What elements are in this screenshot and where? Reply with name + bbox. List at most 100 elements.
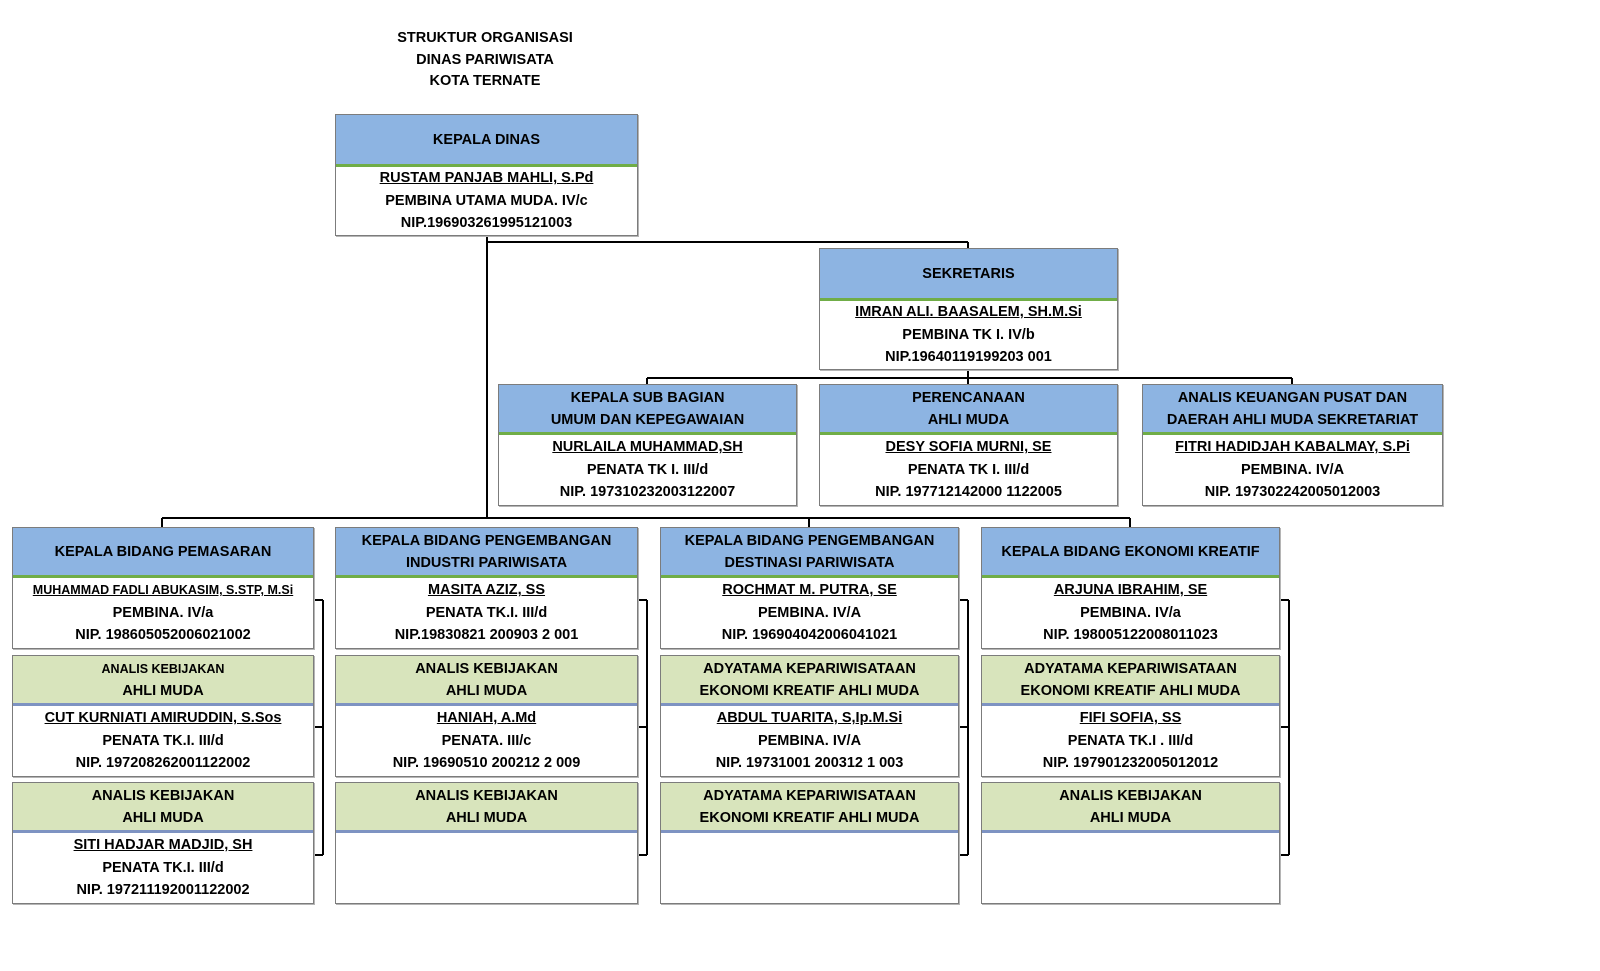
- bidang-ekonomi-kreatif-title: KEPALA BIDANG EKONOMI KREATIF: [1001, 543, 1260, 560]
- bidang-pemasaran-title: KEPALA BIDANG PEMASARAN: [54, 543, 272, 560]
- ekonomi-kreatif-staff-1-box: ADYATAMA KEPARIWISATAAN EKONOMI KREATIF …: [981, 655, 1280, 777]
- pemasaran-staff-2-details: SITI HADJAR MADJID, SH PENATA TK.I. III/…: [13, 833, 313, 903]
- subbag-umum-title-line-2: UMUM DAN KEPEGAWAIAN: [550, 411, 745, 428]
- bidang-destinasi-details: ROCHMAT M. PUTRA, SE PEMBINA. IV/A NIP. …: [661, 578, 958, 648]
- subbag-umum-rank: PENATA TK I. III/d: [586, 461, 709, 478]
- ekonomi-kreatif-staff-1-title-line-2: EKONOMI KREATIF AHLI MUDA: [1020, 682, 1241, 699]
- analis-keuangan-nip: NIP. 197302242005012003: [1204, 484, 1381, 501]
- analis-keuangan-name: FITRI HADIDJAH KABALMAY, S.Pi: [1175, 439, 1410, 456]
- pemasaran-staff-1-rank: PENATA TK.I. III/d: [102, 732, 224, 749]
- sekretaris-nip: NIP.19640119199203 001: [885, 349, 1052, 366]
- ekonomi-kreatif-staff-2-header: ANALIS KEBIJAKAN AHLI MUDA: [982, 783, 1279, 833]
- pemasaran-staff-1-box: ANALIS KEBIJAKAN AHLI MUDA CUT KURNIATI …: [12, 655, 314, 777]
- analis-keuangan-box: ANALIS KEUANGAN PUSAT DAN DAERAH AHLI MU…: [1142, 384, 1443, 506]
- bidang-ekonomi-kreatif-rank: PEMBINA. IV/a: [1080, 604, 1181, 621]
- title-line-2: DINAS PARIWISATA: [416, 51, 554, 68]
- bidang-pemasaran-box: KEPALA BIDANG PEMASARAN MUHAMMAD FADLI A…: [12, 527, 314, 649]
- pemasaran-staff-2-box: ANALIS KEBIJAKAN AHLI MUDA SITI HADJAR M…: [12, 782, 314, 904]
- destinasi-staff-2-header: ADYATAMA KEPARIWISATAAN EKONOMI KREATIF …: [661, 783, 958, 833]
- title-line-1: STRUKTUR ORGANISASI: [397, 30, 573, 46]
- pemasaran-staff-2-title-line-2: AHLI MUDA: [122, 809, 204, 826]
- sekretaris-header: SEKRETARIS: [820, 249, 1117, 301]
- industri-staff-1-box: ANALIS KEBIJAKAN AHLI MUDA HANIAH, A.Md …: [335, 655, 638, 777]
- bidang-destinasi-header: KEPALA BIDANG PENGEMBANGAN DESTINASI PAR…: [661, 528, 958, 578]
- industri-staff-1-details: HANIAH, A.Md PENATA. III/c NIP. 19690510…: [336, 706, 637, 776]
- perencanaan-nip: NIP. 197712142000 1122005: [875, 484, 1062, 501]
- industri-staff-1-nip: NIP. 19690510 200212 2 009: [392, 755, 581, 772]
- pemasaran-staff-1-name: CUT KURNIATI AMIRUDDIN, S.Sos: [44, 710, 282, 727]
- industri-staff-1-title-line-1: ANALIS KEBIJAKAN: [415, 660, 558, 677]
- ekonomi-kreatif-staff-1-header: ADYATAMA KEPARIWISATAAN EKONOMI KREATIF …: [982, 656, 1279, 706]
- sekretaris-details: IMRAN ALI. BAASALEM, SH.M.Si PEMBINA TK …: [820, 301, 1117, 369]
- bidang-ekonomi-kreatif-header: KEPALA BIDANG EKONOMI KREATIF: [982, 528, 1279, 578]
- industri-staff-1-header: ANALIS KEBIJAKAN AHLI MUDA: [336, 656, 637, 706]
- industri-staff-2-box: ANALIS KEBIJAKAN AHLI MUDA: [335, 782, 638, 904]
- analis-keuangan-rank: PEMBINA. IV/A: [1240, 461, 1345, 478]
- pemasaran-staff-1-title-line-2: AHLI MUDA: [122, 682, 204, 699]
- destinasi-staff-2-title-line-2: EKONOMI KREATIF AHLI MUDA: [699, 809, 920, 826]
- perencanaan-rank: PENATA TK I. III/d: [907, 461, 1030, 478]
- bidang-destinasi-title-line-1: KEPALA BIDANG PENGEMBANGAN: [684, 532, 935, 549]
- kepala-dinas-name: RUSTAM PANJAB MAHLI, S.Pd: [379, 170, 594, 187]
- kepala-dinas-nip: NIP.196903261995121003: [400, 215, 573, 232]
- industri-staff-2-title-line-2: AHLI MUDA: [445, 809, 528, 826]
- pemasaran-staff-1-header: ANALIS KEBIJAKAN AHLI MUDA: [13, 656, 313, 706]
- bidang-industri-details: MASITA AZIZ, SS PENATA TK.I. III/d NIP.1…: [336, 578, 637, 648]
- ekonomi-kreatif-staff-1-title-line-1: ADYATAMA KEPARIWISATAAN: [1024, 660, 1237, 677]
- destinasi-staff-2-box: ADYATAMA KEPARIWISATAAN EKONOMI KREATIF …: [660, 782, 959, 904]
- subbag-umum-title-line-1: KEPALA SUB BAGIAN: [570, 389, 725, 406]
- ekonomi-kreatif-staff-1-rank: PENATA TK.I . III/d: [1067, 732, 1194, 749]
- ekonomi-kreatif-staff-1-details: FIFI SOFIA, SS PENATA TK.I . III/d NIP. …: [982, 706, 1279, 776]
- pemasaran-staff-2-name: SITI HADJAR MADJID, SH: [73, 837, 253, 854]
- destinasi-staff-1-header: ADYATAMA KEPARIWISATAAN EKONOMI KREATIF …: [661, 656, 958, 706]
- bidang-industri-title-line-1: KEPALA BIDANG PENGEMBANGAN: [361, 532, 612, 549]
- perencanaan-header: PERENCANAAN AHLI MUDA: [820, 385, 1117, 435]
- kepala-dinas-box: KEPALA DINAS RUSTAM PANJAB MAHLI, S.Pd P…: [335, 114, 638, 236]
- bidang-pemasaran-rank: PEMBINA. IV/a: [112, 604, 214, 621]
- pemasaran-staff-2-title-line-1: ANALIS KEBIJAKAN: [91, 787, 235, 804]
- bidang-destinasi-rank: PEMBINA. IV/A: [757, 604, 862, 621]
- bidang-pemasaran-header: KEPALA BIDANG PEMASARAN: [13, 528, 313, 578]
- industri-staff-1-title-line-2: AHLI MUDA: [445, 682, 528, 699]
- sekretaris-name: IMRAN ALI. BAASALEM, SH.M.Si: [855, 304, 1082, 321]
- sekretaris-title: SEKRETARIS: [922, 265, 1015, 282]
- industri-staff-2-details: [336, 833, 637, 903]
- kepala-dinas-header: KEPALA DINAS: [336, 115, 637, 167]
- subbag-umum-header: KEPALA SUB BAGIAN UMUM DAN KEPEGAWAIAN: [499, 385, 796, 435]
- kepala-dinas-rank: PEMBINA UTAMA MUDA. IV/c: [385, 192, 588, 209]
- perencanaan-box: PERENCANAAN AHLI MUDA DESY SOFIA MURNI, …: [819, 384, 1118, 506]
- bidang-industri-title-line-2: INDUSTRI PARIWISATA: [405, 554, 568, 571]
- destinasi-staff-1-title-line-2: EKONOMI KREATIF AHLI MUDA: [699, 682, 920, 699]
- ekonomi-kreatif-staff-2-box: ANALIS KEBIJAKAN AHLI MUDA: [981, 782, 1280, 904]
- chart-title: STRUKTUR ORGANISASI DINAS PARIWISATA KOT…: [340, 28, 630, 93]
- bidang-industri-name: MASITA AZIZ, SS: [427, 582, 546, 599]
- bidang-pemasaran-details: MUHAMMAD FADLI ABUKASIM, S.STP, M.Si PEM…: [13, 578, 313, 648]
- perencanaan-title-line-1: PERENCANAAN: [912, 389, 1025, 406]
- bidang-industri-box: KEPALA BIDANG PENGEMBANGAN INDUSTRI PARI…: [335, 527, 638, 649]
- destinasi-staff-1-name: ABDUL TUARITA, S,Ip.M.Si: [716, 710, 903, 727]
- destinasi-staff-1-nip: NIP. 19731001 200312 1 003: [715, 755, 904, 772]
- bidang-industri-nip: NIP.19830821 200903 2 001: [394, 627, 579, 644]
- destinasi-staff-1-details: ABDUL TUARITA, S,Ip.M.Si PEMBINA. IV/A N…: [661, 706, 958, 776]
- bidang-destinasi-name: ROCHMAT M. PUTRA, SE: [722, 582, 897, 599]
- destinasi-staff-1-rank: PEMBINA. IV/A: [757, 732, 862, 749]
- industri-staff-2-title-line-1: ANALIS KEBIJAKAN: [415, 787, 558, 804]
- subbag-umum-nip: NIP. 197310232003122007: [559, 484, 736, 501]
- bidang-pemasaran-name: MUHAMMAD FADLI ABUKASIM, S.STP, M.Si: [32, 583, 294, 598]
- pemasaran-staff-1-details: CUT KURNIATI AMIRUDDIN, S.Sos PENATA TK.…: [13, 706, 313, 776]
- ekonomi-kreatif-staff-2-title-line-2: AHLI MUDA: [1089, 809, 1172, 826]
- subbag-umum-box: KEPALA SUB BAGIAN UMUM DAN KEPEGAWAIAN N…: [498, 384, 797, 506]
- bidang-ekonomi-kreatif-details: ARJUNA IBRAHIM, SE PEMBINA. IV/a NIP. 19…: [982, 578, 1279, 648]
- kepala-dinas-details: RUSTAM PANJAB MAHLI, S.Pd PEMBINA UTAMA …: [336, 167, 637, 235]
- bidang-destinasi-nip: NIP. 196904042006041021: [721, 627, 898, 644]
- subbag-umum-details: NURLAILA MUHAMMAD,SH PENATA TK I. III/d …: [499, 435, 796, 505]
- industri-staff-2-header: ANALIS KEBIJAKAN AHLI MUDA: [336, 783, 637, 833]
- title-line-3: KOTA TERNATE: [429, 73, 541, 89]
- bidang-ekonomi-kreatif-box: KEPALA BIDANG EKONOMI KREATIF ARJUNA IBR…: [981, 527, 1280, 649]
- bidang-industri-rank: PENATA TK.I. III/d: [425, 604, 548, 621]
- bidang-destinasi-title-line-2: DESTINASI PARIWISATA: [724, 554, 895, 571]
- ekonomi-kreatif-staff-1-nip: NIP. 197901232005012012: [1042, 755, 1219, 772]
- destinasi-staff-2-details: [661, 833, 958, 903]
- destinasi-staff-2-title-line-1: ADYATAMA KEPARIWISATAAN: [703, 787, 916, 804]
- analis-keuangan-title-line-2: DAERAH AHLI MUDA SEKRETARIAT: [1166, 411, 1419, 428]
